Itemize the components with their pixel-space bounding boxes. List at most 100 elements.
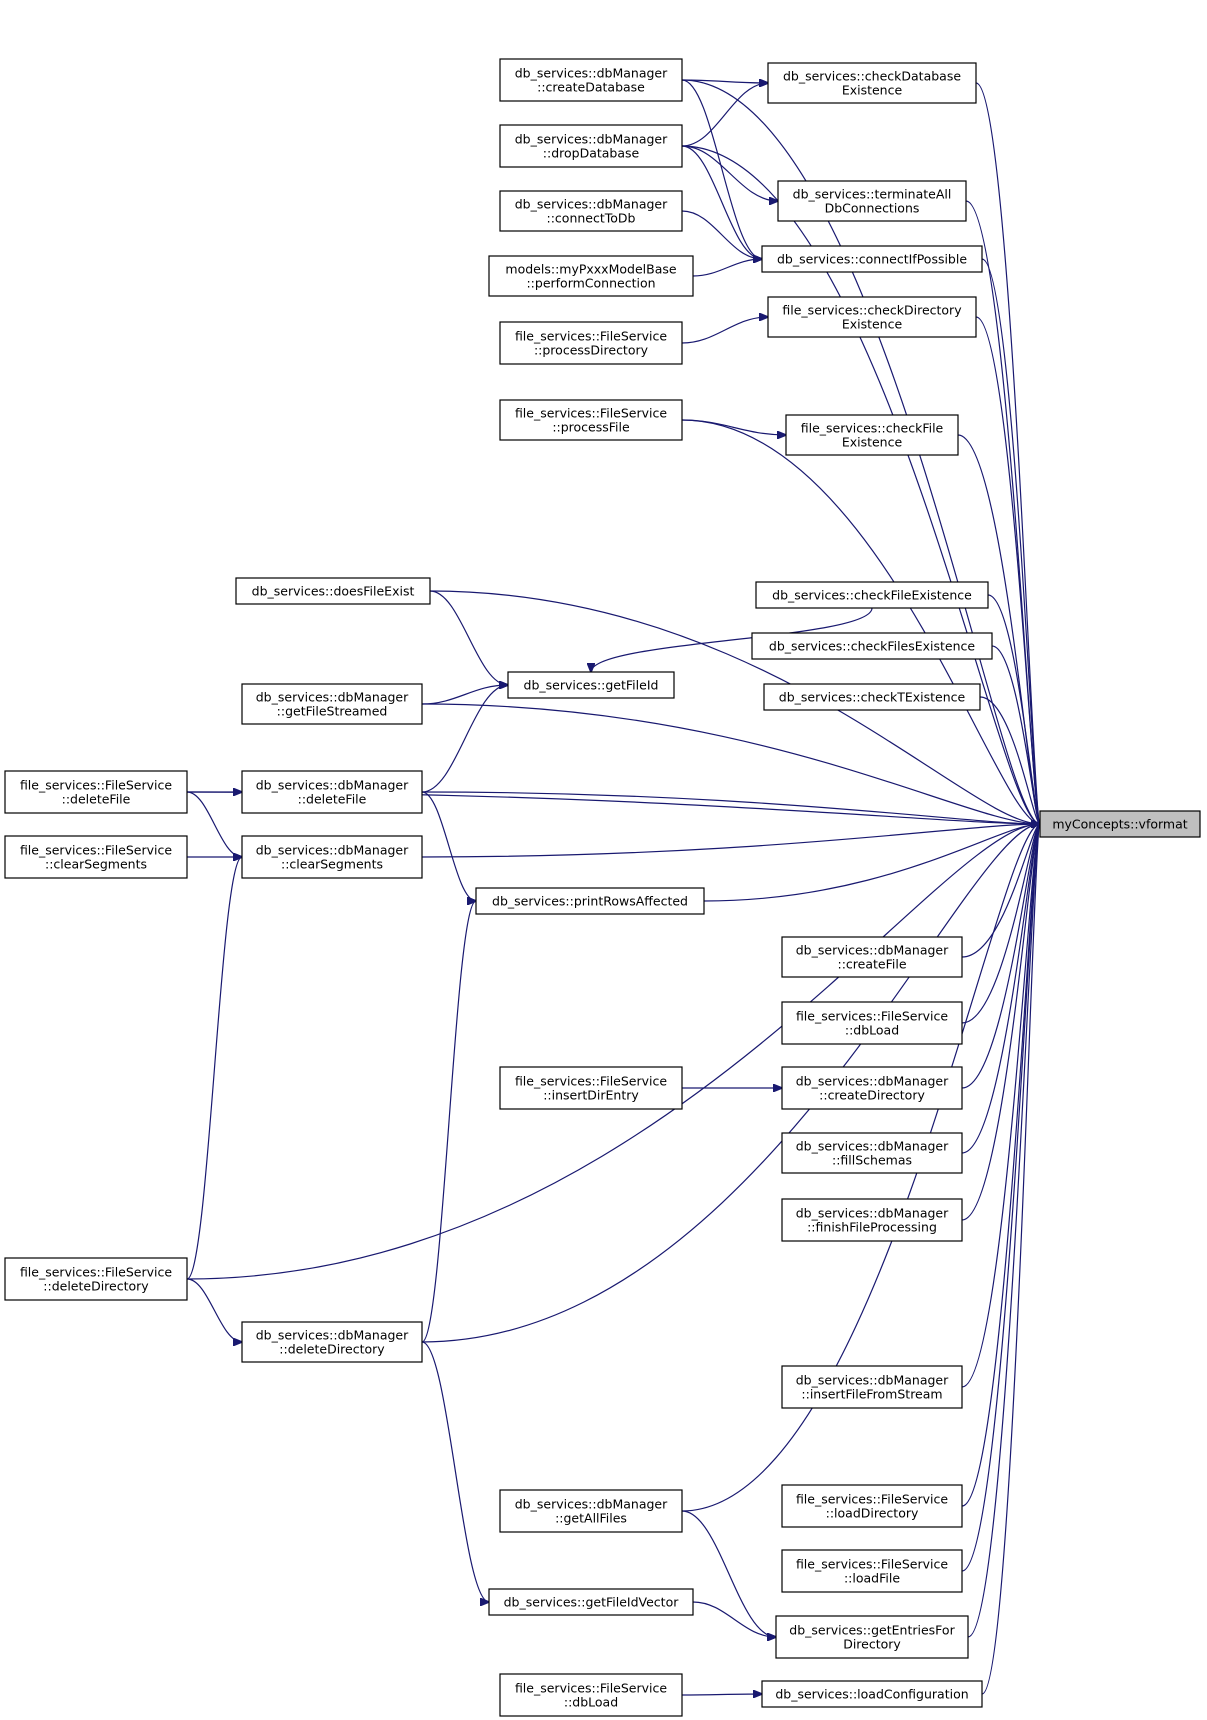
node-label: db_services::dbManager bbox=[796, 1139, 949, 1154]
edge-dropDatabase-to-connectIfPossible bbox=[681, 145, 762, 259]
node-box bbox=[499, 321, 683, 365]
node-label: db_services::loadConfiguration bbox=[775, 1687, 968, 1702]
node-label: db_services::dbManager bbox=[796, 943, 949, 958]
edge-getFileIdVector-to-getEntriesForDirectory bbox=[692, 1601, 776, 1637]
node-label: file_services::checkDirectory bbox=[782, 303, 962, 318]
node-createDatabase[interactable]: db_services::dbManager::createDatabase bbox=[499, 58, 683, 102]
node-connectToDb[interactable]: db_services::dbManager::connectToDb bbox=[499, 190, 683, 232]
edge-dbDeleteFile-to-getFileId bbox=[421, 685, 508, 793]
node-label: ::createDatabase bbox=[537, 80, 645, 95]
node-label: ::processFile bbox=[552, 420, 630, 435]
edge-checkTExistence-to-root bbox=[979, 696, 1040, 824]
node-getFileId[interactable]: db_services::getFileId bbox=[507, 671, 675, 699]
node-createDirectory[interactable]: db_services::dbManager::createDirectory bbox=[781, 1066, 963, 1110]
edge-getFileStreamed-to-root bbox=[421, 703, 1040, 824]
node-box bbox=[235, 577, 431, 605]
node-loadConfiguration[interactable]: db_services::loadConfiguration bbox=[761, 1680, 983, 1708]
node-box bbox=[499, 58, 683, 102]
node-dbDeleteDirectory[interactable]: db_services::dbManager::deleteDirectory bbox=[241, 1321, 423, 1363]
node-label: ::dropDatabase bbox=[543, 146, 640, 161]
node-dropDatabase[interactable]: db_services::dbManager::dropDatabase bbox=[499, 124, 683, 168]
edge-finishFileProcessing-to-root bbox=[961, 824, 1040, 1221]
node-createFile[interactable]: db_services::dbManager::createFile bbox=[781, 936, 963, 978]
node-label: file_services::FileService bbox=[515, 1681, 667, 1696]
node-box bbox=[499, 190, 683, 232]
node-label: file_services::FileService bbox=[20, 778, 172, 793]
node-label: ::insertFileFromStream bbox=[801, 1387, 942, 1402]
edge-getFileStreamed-to-getFileId bbox=[421, 685, 508, 705]
node-fsDbLoad1[interactable]: file_services::FileService::dbLoad bbox=[781, 1001, 963, 1045]
node-doesFileExist[interactable]: db_services::doesFileExist bbox=[235, 577, 431, 605]
edge-checkFilesExistence-to-root bbox=[991, 645, 1040, 824]
node-label: db_services::checkDatabase bbox=[783, 69, 961, 84]
node-fsClearSegments[interactable]: file_services::FileService::clearSegment… bbox=[4, 835, 188, 879]
edge-checkFileExistenceDB-to-getFileId bbox=[591, 607, 873, 672]
node-loadFile[interactable]: file_services::FileService::loadFile bbox=[781, 1549, 963, 1593]
node-getAllFiles[interactable]: db_services::dbManager::getAllFiles bbox=[499, 1489, 683, 1533]
node-insertFileFromStream[interactable]: db_services::dbManager::insertFileFromSt… bbox=[781, 1365, 963, 1409]
node-fsDbLoad2[interactable]: file_services::FileService::dbLoad bbox=[499, 1673, 683, 1717]
node-box bbox=[241, 770, 423, 814]
node-fsDeleteDirectory[interactable]: file_services::FileService::deleteDirect… bbox=[4, 1257, 188, 1301]
node-dbDeleteFile[interactable]: db_services::dbManager::deleteFile bbox=[241, 770, 423, 814]
edge-dropDatabase-to-checkDatabaseExistence bbox=[681, 83, 768, 147]
node-processFile[interactable]: file_services::FileService::processFile bbox=[499, 399, 683, 441]
edge-createDatabase-to-connectIfPossible bbox=[681, 79, 762, 259]
node-label: db_services::dbManager bbox=[515, 1497, 668, 1512]
edge-loadConfiguration-to-root bbox=[981, 824, 1040, 1695]
node-checkFileExistenceFS[interactable]: file_services::checkFileExistence bbox=[785, 414, 959, 456]
node-label: ::loadFile bbox=[844, 1571, 900, 1586]
node-label: db_services::dbManager bbox=[256, 843, 409, 858]
node-dbClearSegments[interactable]: db_services::dbManager::clearSegments bbox=[241, 835, 423, 879]
node-label: ::fillSchemas bbox=[832, 1153, 912, 1168]
node-finishFileProcessing[interactable]: db_services::dbManager::finishFileProces… bbox=[781, 1198, 963, 1242]
node-label: db_services::dbManager bbox=[256, 778, 409, 793]
node-root[interactable]: myConcepts::vformat bbox=[1039, 810, 1201, 838]
node-checkTExistence[interactable]: db_services::checkTExistence bbox=[763, 683, 981, 711]
node-label: db_services::dbManager bbox=[796, 1206, 949, 1221]
node-label: ::processDirectory bbox=[534, 343, 649, 358]
node-printRowsAffected[interactable]: db_services::printRowsAffected bbox=[475, 887, 705, 915]
node-label: ::deleteDirectory bbox=[43, 1279, 149, 1294]
node-processDirectory[interactable]: file_services::FileService::processDirec… bbox=[499, 321, 683, 365]
node-label: Directory bbox=[843, 1637, 901, 1652]
node-label: Existence bbox=[842, 317, 903, 332]
node-label: ::dbLoad bbox=[564, 1695, 618, 1710]
node-box bbox=[507, 671, 675, 699]
node-label: file_services::FileService bbox=[20, 1265, 172, 1280]
node-label: db_services::terminateAll bbox=[793, 187, 952, 202]
node-box bbox=[499, 1489, 683, 1533]
edge-checkDirectoryExistence-to-root bbox=[975, 316, 1040, 824]
node-getFileStreamed[interactable]: db_services::dbManager::getFileStreamed bbox=[241, 683, 423, 725]
node-box bbox=[241, 1321, 423, 1363]
edge-dropDatabase-to-terminateAll bbox=[681, 145, 778, 201]
node-label: db_services::dbManager bbox=[515, 66, 668, 81]
node-loadDirectory[interactable]: file_services::FileService::loadDirector… bbox=[781, 1484, 963, 1528]
node-label: ::deleteFile bbox=[62, 792, 131, 807]
node-box bbox=[499, 124, 683, 168]
node-box bbox=[781, 936, 963, 978]
node-fillSchemas[interactable]: db_services::dbManager::fillSchemas bbox=[781, 1132, 963, 1174]
node-label: ::deleteDirectory bbox=[279, 1342, 385, 1357]
node-label: db_services::checkTExistence bbox=[779, 690, 966, 705]
node-label: ::deleteFile bbox=[298, 792, 367, 807]
node-checkFileExistenceDB[interactable]: db_services::checkFileExistence bbox=[755, 581, 989, 609]
node-box bbox=[4, 770, 188, 814]
edge-performConnection-to-connectIfPossible bbox=[692, 259, 762, 277]
node-box bbox=[241, 835, 423, 879]
edge-getAllFiles-to-getEntriesForDirectory bbox=[681, 1510, 776, 1637]
node-checkFilesExistence[interactable]: db_services::checkFilesExistence bbox=[751, 632, 993, 660]
node-box bbox=[785, 414, 959, 456]
node-label: file_services::FileService bbox=[796, 1557, 948, 1572]
edge-fsDbLoad2-to-loadConfiguration bbox=[681, 1694, 762, 1695]
node-connectIfPossible[interactable]: db_services::connectIfPossible bbox=[761, 245, 983, 273]
node-getFileIdVector[interactable]: db_services::getFileIdVector bbox=[488, 1588, 694, 1616]
node-performConnection[interactable]: models::myPxxxModelBase::performConnecti… bbox=[488, 255, 694, 297]
node-insertDirEntry[interactable]: file_services::FileService::insertDirEnt… bbox=[499, 1066, 683, 1110]
node-fsDeleteFile[interactable]: file_services::FileService::deleteFile bbox=[4, 770, 188, 814]
